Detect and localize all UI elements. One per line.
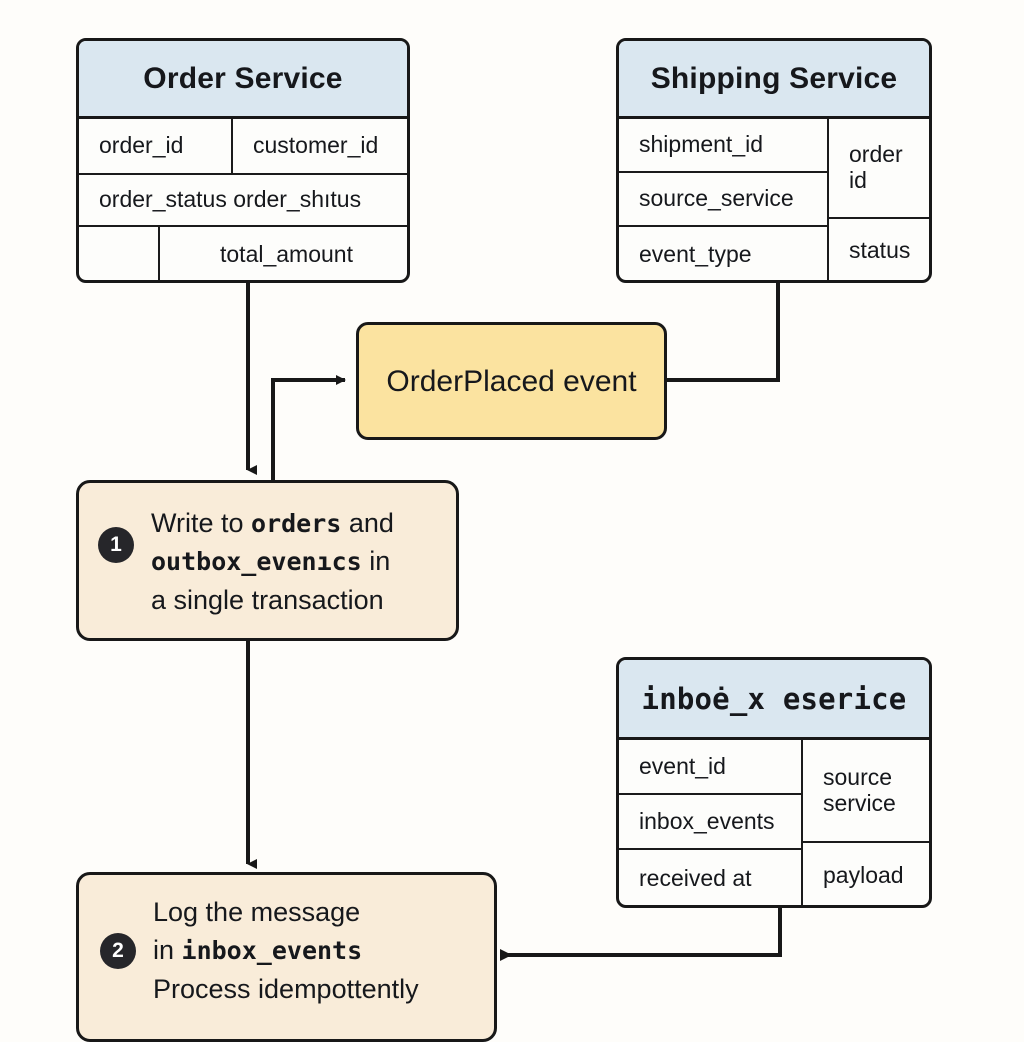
step-1-badge: 1 <box>98 527 134 563</box>
connector-shipping-service-to-event <box>667 283 780 382</box>
table-cell: shipment_id <box>619 119 827 173</box>
step-1-line-1: Write to orders and <box>151 508 394 538</box>
step-2-line-3: Process idempottently <box>153 973 419 1004</box>
entity-inbox-service-header: inboė_x eserice <box>619 660 929 740</box>
table-cell: customer_id <box>231 119 407 175</box>
step-1-line-3: a single transaction <box>151 584 384 615</box>
entity-shipping-service-grid: shipment_id source_service event_type or… <box>619 119 929 280</box>
table-cell: order_id <box>79 119 231 175</box>
step-1-text: Write to orders and outbox_evenıсs in a si… <box>151 504 456 619</box>
table-cell <box>79 227 158 280</box>
table-cell: status <box>827 219 929 280</box>
table-cell: order id <box>827 119 929 219</box>
step-1-line-1-pre: Write to <box>151 508 252 538</box>
step-1-line-1-post: and <box>341 508 394 538</box>
step-2-line-2-mono: inbox_events <box>181 936 363 966</box>
entity-shipping-service[interactable]: Shipping Service shipment_id source_serv… <box>616 38 932 283</box>
node-step-1[interactable]: 1 Write to orders and outbox_evenıсs in a … <box>76 480 459 641</box>
step-2-badge: 2 <box>100 933 136 969</box>
entity-order-service-header: Order Service <box>79 41 407 119</box>
entity-inbox-service-grid: event_id inbox_events received at source… <box>619 740 929 905</box>
step-1-line-2-mono: outbox_evenıсs <box>151 547 362 577</box>
connector-step-1-to-event <box>271 375 346 482</box>
step-1-line-2: outbox_evenıсs in <box>151 546 390 576</box>
table-cell: source service <box>801 740 929 843</box>
step-1-line-1-mono: orders <box>251 509 342 538</box>
step-1-line-2-post: in <box>361 546 391 577</box>
step-2-line-1: Log the message <box>153 897 361 927</box>
table-cell: payload <box>801 843 929 905</box>
entity-inbox-service[interactable]: inboė_x eserice event_id inbox_events re… <box>616 657 932 908</box>
table-cell: order_status order_shıtus <box>79 175 407 227</box>
table-cell: total_amount <box>158 227 407 280</box>
entity-shipping-service-header: Shipping Service <box>619 41 929 119</box>
entity-order-service-grid: order_id customer_id order_status order_… <box>79 119 407 280</box>
table-cell: received at <box>639 865 752 892</box>
table-cell: inbox_events <box>619 795 801 850</box>
step-2-line-2-pre: in <box>153 935 182 966</box>
entity-order-service[interactable]: Order Service order_id customer_id order… <box>76 38 410 283</box>
step-2-line-2: in inbox_events <box>153 935 362 965</box>
connector-inbox-service-to-step-2 <box>500 908 782 961</box>
node-orderplaced-event[interactable]: OrderPlaced event <box>356 322 667 440</box>
table-cell: event_type <box>639 241 752 268</box>
table-cell: source_service <box>619 173 827 227</box>
table-cell: event_id <box>619 740 801 795</box>
